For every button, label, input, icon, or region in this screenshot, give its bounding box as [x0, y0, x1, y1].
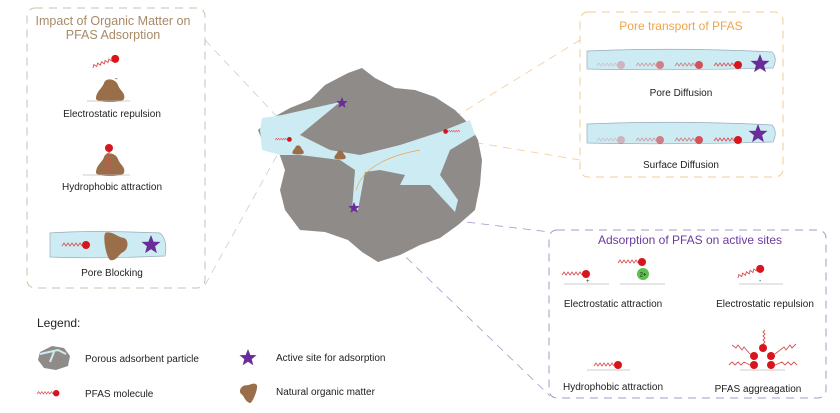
- panel-title: PFAS Adsorption: [66, 28, 161, 42]
- label-pore-blocking: Pore Blocking: [81, 268, 143, 279]
- active-site-legend-icon: [239, 349, 257, 366]
- pfas-molecule-legend-icon: [36, 389, 60, 397]
- label-electrostatic-attraction: Electrostatic attraction: [564, 299, 662, 310]
- svg-text:+: +: [586, 279, 590, 285]
- legend-title: Legend:: [37, 316, 80, 330]
- surface-diffusion-illustration: [586, 121, 776, 145]
- electrostatic-repulsion-active-illustration: -: [735, 263, 783, 285]
- label-hydrophobic-attraction: Hydrophobic attraction: [62, 182, 162, 193]
- porous-particle-legend-icon: [38, 346, 70, 370]
- label-pfas-aggregation: PFAS aggreagation: [715, 384, 802, 395]
- electrostatic-repulsion-illustration: -: [87, 53, 130, 102]
- legend: Legend: Porous adsorbent particle Active…: [36, 316, 386, 404]
- pore-channels: [260, 102, 475, 212]
- panel-title: Adsorption of PFAS on active sites: [598, 233, 782, 247]
- cation-label: 2+: [640, 273, 647, 279]
- panel-title: Pore transport of PFAS: [619, 19, 742, 33]
- label-electrostatic-repulsion-active: Electrostatic repulsion: [716, 299, 814, 310]
- electrostatic-attraction-illustration: + 2+: [561, 257, 665, 285]
- pore-diffusion-illustration: [586, 48, 776, 73]
- panel-title: Impact of Organic Matter on: [36, 14, 191, 28]
- label-electrostatic-repulsion: Electrostatic repulsion: [63, 109, 161, 120]
- svg-text:-: -: [115, 74, 118, 83]
- pfas-aggregation-illustration: [728, 329, 798, 371]
- hydrophobic-attraction-illustration: [83, 143, 130, 176]
- pore-blocking-illustration: [49, 229, 167, 262]
- porous-adsorbent-particle: [258, 68, 482, 262]
- legend-label-pfas: PFAS molecule: [85, 389, 154, 400]
- active-sites-panel: Adsorption of PFAS on active sites + 2+ …: [548, 229, 827, 399]
- label-surface-diffusion: Surface Diffusion: [643, 160, 719, 171]
- hydrophobic-attraction-active-illustration: [587, 360, 630, 371]
- organic-matter-panel: Impact of Organic Matter on PFAS Adsorpt…: [26, 7, 206, 289]
- legend-label-organic-matter: Natural organic matter: [276, 387, 376, 398]
- label-pore-diffusion: Pore Diffusion: [650, 88, 713, 99]
- organic-matter-legend-icon: [237, 379, 259, 404]
- legend-label-particle: Porous adsorbent particle: [85, 354, 199, 365]
- pore-transport-panel: Pore transport of PFAS Pore Diffusion Su…: [579, 11, 784, 178]
- label-hydrophobic-attraction-active: Hydrophobic attraction: [563, 382, 663, 393]
- legend-label-active-site: Active site for adsorption: [276, 353, 386, 364]
- svg-text:-: -: [759, 278, 762, 285]
